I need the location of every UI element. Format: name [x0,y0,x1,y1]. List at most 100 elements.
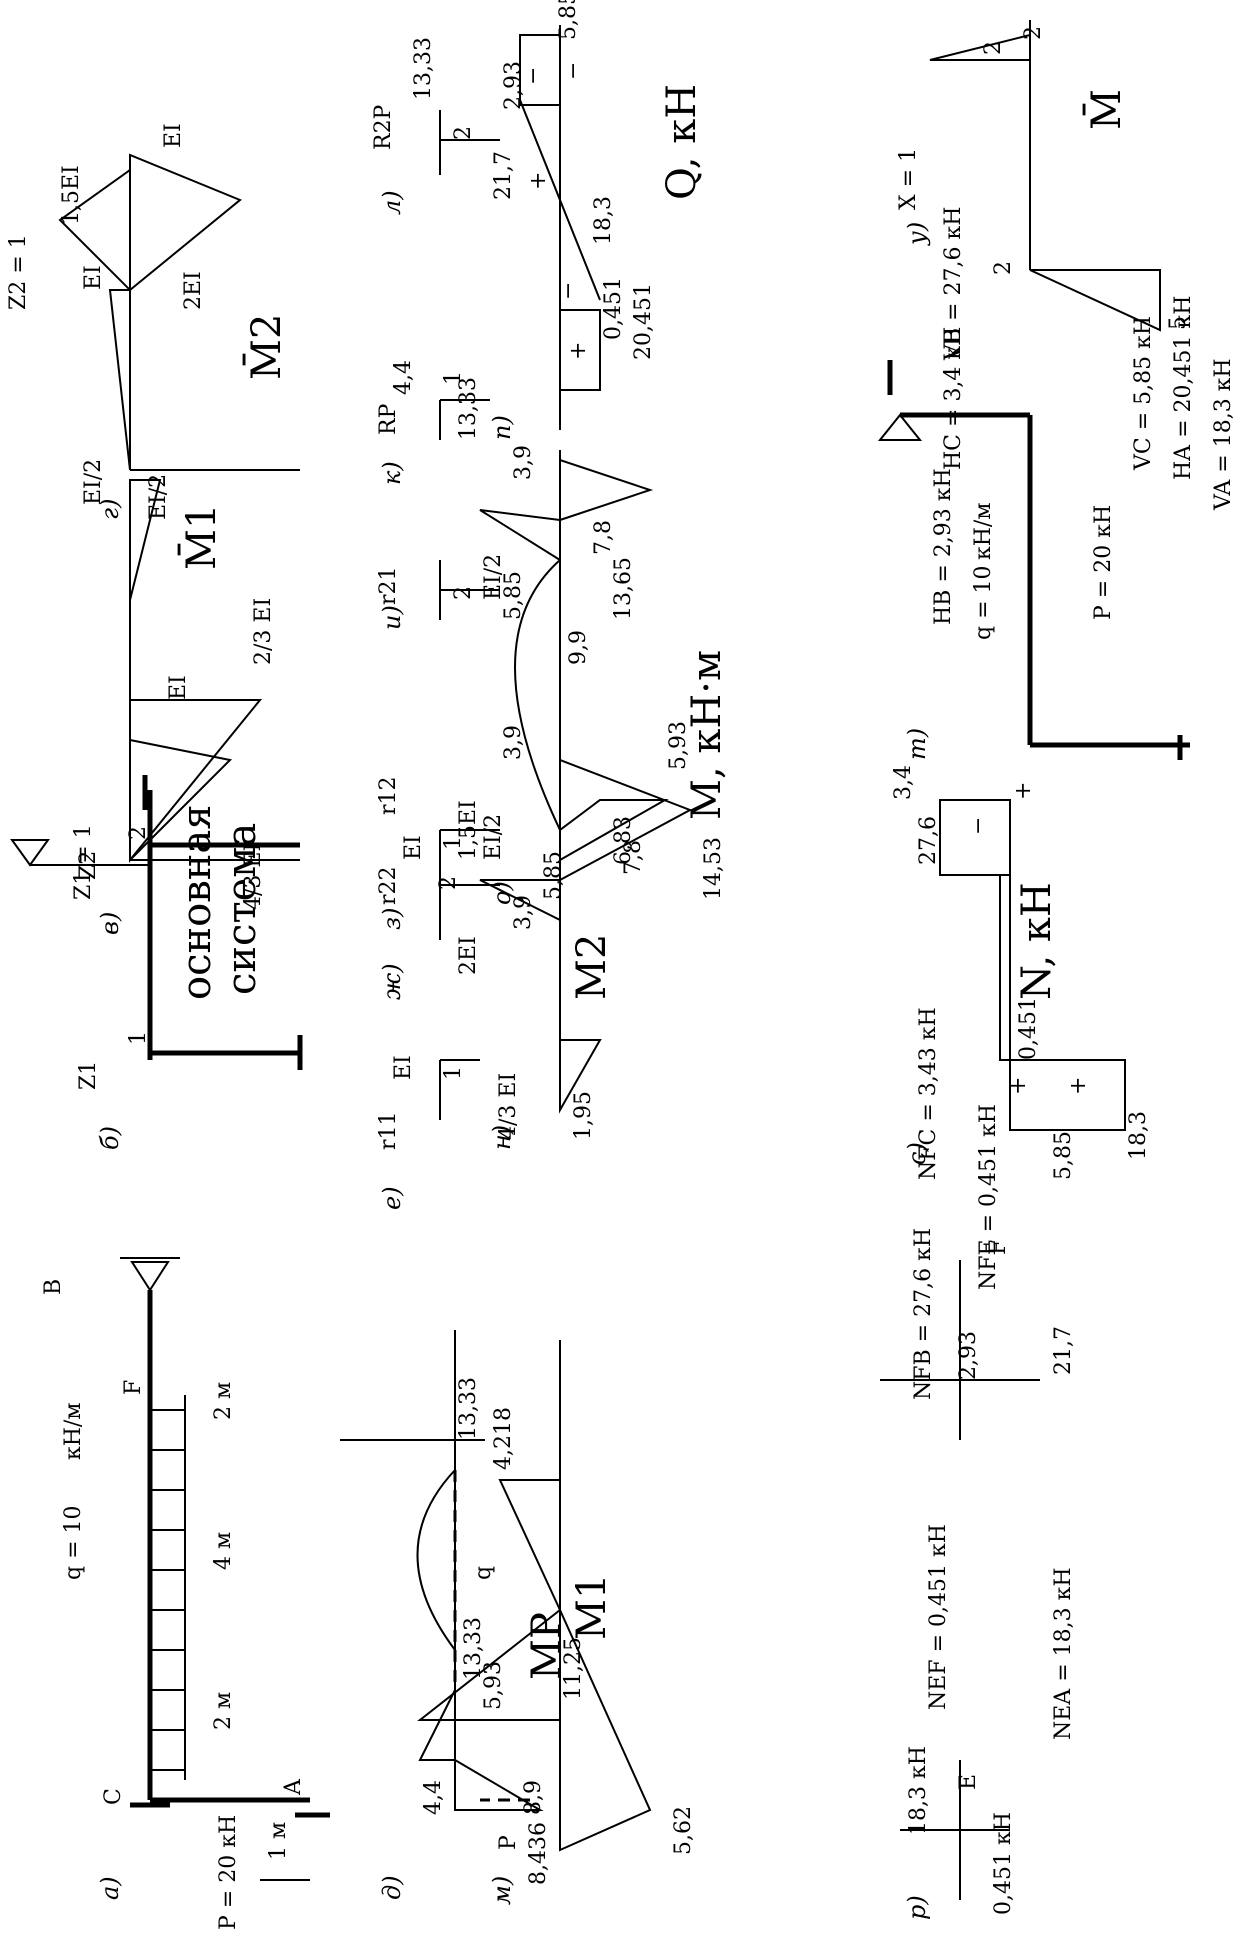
panel-g: M̄2 Z2 = 1 EI 1,5EI EI 2EI EI/2 г) [6,123,300,520]
z2-label: Z2 [76,851,101,880]
panel-letter-u: у) [903,222,931,246]
rp-node-label: 1 [441,371,466,385]
m-final-value-7: 6,83 [611,816,636,865]
m-final-title: M, кН·м [684,650,730,820]
m1-final-title: M1 [569,1574,615,1640]
mbar-label-5: 5 [1166,316,1191,330]
basic-system-title-1: основная [174,805,220,1001]
z1-label: Z1 [76,1061,101,1090]
node-E-force-3: 0,451 кН [991,1812,1016,1915]
distributed-load-q [150,1395,186,1780]
m2-final-value-1: 3,9 [501,725,526,760]
node-E-force-4: NEA = 18,3 кН [1051,1567,1076,1740]
m1-label-ei: EI [166,675,191,700]
node-1-label: 1 [126,1031,151,1045]
panel-n: M2 3,9 5,85 3,9 7,8 1,95 н) [479,725,693,1150]
mp-diagram-end [454,1758,544,1811]
mbar-label-2a: 2 [981,41,1006,55]
n-block-top [939,799,1011,876]
pin-support-B [130,1261,170,1292]
m-final-value-3: 7,8 [591,520,616,555]
q-value-6: 20,451 [631,283,656,360]
mp-title: MP [524,1612,570,1680]
n-title: N, кН [1014,882,1060,1000]
dim-label-1: 2 м [211,1382,236,1420]
mp-diagram-bottom [418,1689,456,1761]
mp-value-1: 13,33 [456,1377,481,1440]
panel-m: M1 4,218 11,25 8,436 5,62 м) [417,1340,696,1905]
node-F-force-1: NFB = 27,6 кН [911,1228,936,1400]
panel-letter-v: в) [96,912,124,935]
r2p-1333-label: 13,33 [411,37,436,100]
node-E-force-1: 18,3 кН [906,1746,931,1835]
z2-unit-label: Z2 = 1 [6,234,31,310]
node-A-label: A [281,1778,306,1796]
panel-letter-k: к) [378,461,406,485]
reaction-q: q = 10 [971,566,996,641]
r12-ei2-label: EI/2 [481,814,506,860]
node-B-label: B [41,1279,66,1295]
m1-label-23ei: 2/3 EI [251,598,276,665]
n-sign-3: + [1006,1077,1031,1095]
q-value-3: 21,7 [491,151,516,200]
panel-letter-e: е) [378,1186,406,1210]
m2bar-title: M̄2 [243,314,290,380]
panel-letter-a: а) [96,1876,124,1900]
z1-unit-label: Z1 = 1 [71,824,96,900]
mbar-diagram-top [929,33,1031,61]
m-final-top [479,509,561,562]
dim-label-2: 2 м [211,1692,236,1730]
m1-diagram-top [129,479,162,601]
panel-letter-d: д) [378,1875,406,1900]
panel-o: M, кН·м 3,9 5,85 7,8 13,65 9,9 5,93 6,83… [479,445,730,905]
reaction-P: P = 20 кН [1091,505,1116,620]
n-block-bottom [1009,1059,1126,1131]
n-sign-4: + [1066,1077,1091,1095]
m2-final-bottom [559,1039,602,1114]
q-value-1: 2,93 [501,61,526,110]
r11-ei-label: EI [391,1055,416,1080]
mbar-title: M̄ [1083,89,1130,130]
m2-final-value-3: 3,9 [511,895,536,930]
panel-letter-t: т) [903,728,931,760]
q-sign-2: − [561,62,586,80]
reaction-q-unit: кН/м [971,503,996,560]
node-F-force-2: NFC = 3,43 кН [916,1007,941,1180]
node-F-label: F [121,1380,146,1395]
n-value-4: 18,3 [1126,1111,1151,1160]
mp-value-5: 8,9 [521,1780,546,1815]
panel-zh: r22 EI 2EI 1,5EI 2 ж) [376,800,500,1000]
m-final-value-1: 3,9 [511,445,536,480]
m1-final-left [417,1607,561,1721]
m2bar-diagram-bottom [108,289,131,471]
r11-43ei-label: 4/3 EI [496,1073,521,1140]
n-value-1: 27,6 [916,816,941,865]
mp-value-2: 13,33 [461,1617,486,1680]
m2bar-label-2ei: 2EI [181,271,206,310]
reaction-HB: HB = 2,93 кН [931,468,956,625]
panel-d: MP 13,33 13,33 4,4 5,93 8,9 P q д) [340,1330,570,1900]
r12-node-label: 1 [441,836,466,850]
dim-label-3: 4 м [211,1532,236,1570]
n-value-2: 3,4 [891,765,916,800]
mbar-diagram-bottom [1029,269,1161,332]
m-final-value-4: 13,65 [611,557,636,620]
m2-final-value-4: 7,8 [621,840,646,875]
m1-final-bottom [559,1609,652,1852]
panel-letter-g: г) [96,499,124,521]
m1-final-value-4: 5,62 [671,1806,696,1855]
m-final-parabola [514,559,561,831]
rp-44-label: 4,4 [391,360,416,395]
panel-t: VB = 27,6 кН HC = 3,4 кН VC = 5,85 кН HA… [877,207,1236,760]
reaction-HC: HC = 3,4 кН [941,327,966,470]
panel-p: Q, кН 2,93 5,85 21,7 18,3 0,451 20,451 −… [488,0,705,440]
panel-letter-z: з) [378,908,406,930]
m-final-bottom [559,799,669,862]
q-sign-4: − [556,282,581,300]
q-sign-3: + [526,172,551,190]
panel-letter-r: р) [903,1895,931,1920]
mbar-label-2b: 2 [1021,26,1046,40]
q-sign-5: + [566,342,591,360]
